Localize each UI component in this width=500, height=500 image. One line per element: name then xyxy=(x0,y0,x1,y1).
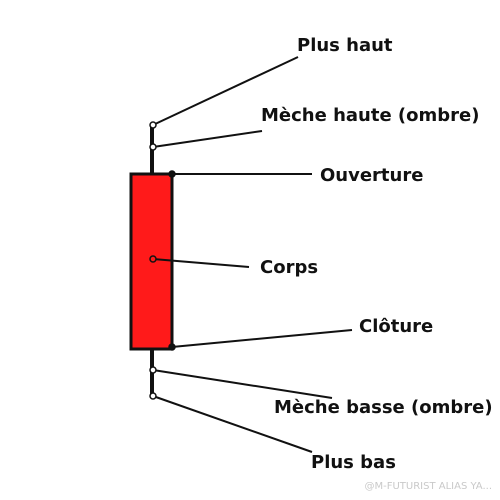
label-high: Plus haut xyxy=(297,35,393,56)
label-close: Clôture xyxy=(359,316,434,337)
anchor-body xyxy=(149,255,157,263)
leader-body xyxy=(152,258,250,268)
leader-lower-wick xyxy=(152,369,333,399)
label-body: Corps xyxy=(260,257,319,278)
label-lower-wick: Mèche basse (ombre) xyxy=(274,397,493,418)
label-upper-wick: Mèche haute (ombre) xyxy=(261,105,480,126)
anchor-open xyxy=(168,170,176,178)
leader-low xyxy=(152,395,313,453)
anchor-lower-wick xyxy=(149,366,157,374)
anchor-close xyxy=(168,343,176,351)
leader-upper-wick xyxy=(152,130,263,148)
anchor-low xyxy=(149,392,157,400)
watermark: @M-FUTURIST ALIAS YA... xyxy=(364,481,492,492)
leader-high xyxy=(152,56,299,126)
anchor-upper-wick xyxy=(149,143,157,151)
label-open: Ouverture xyxy=(320,165,424,186)
leader-close xyxy=(171,329,353,348)
label-low: Plus bas xyxy=(311,452,396,473)
anchor-high xyxy=(149,121,157,129)
